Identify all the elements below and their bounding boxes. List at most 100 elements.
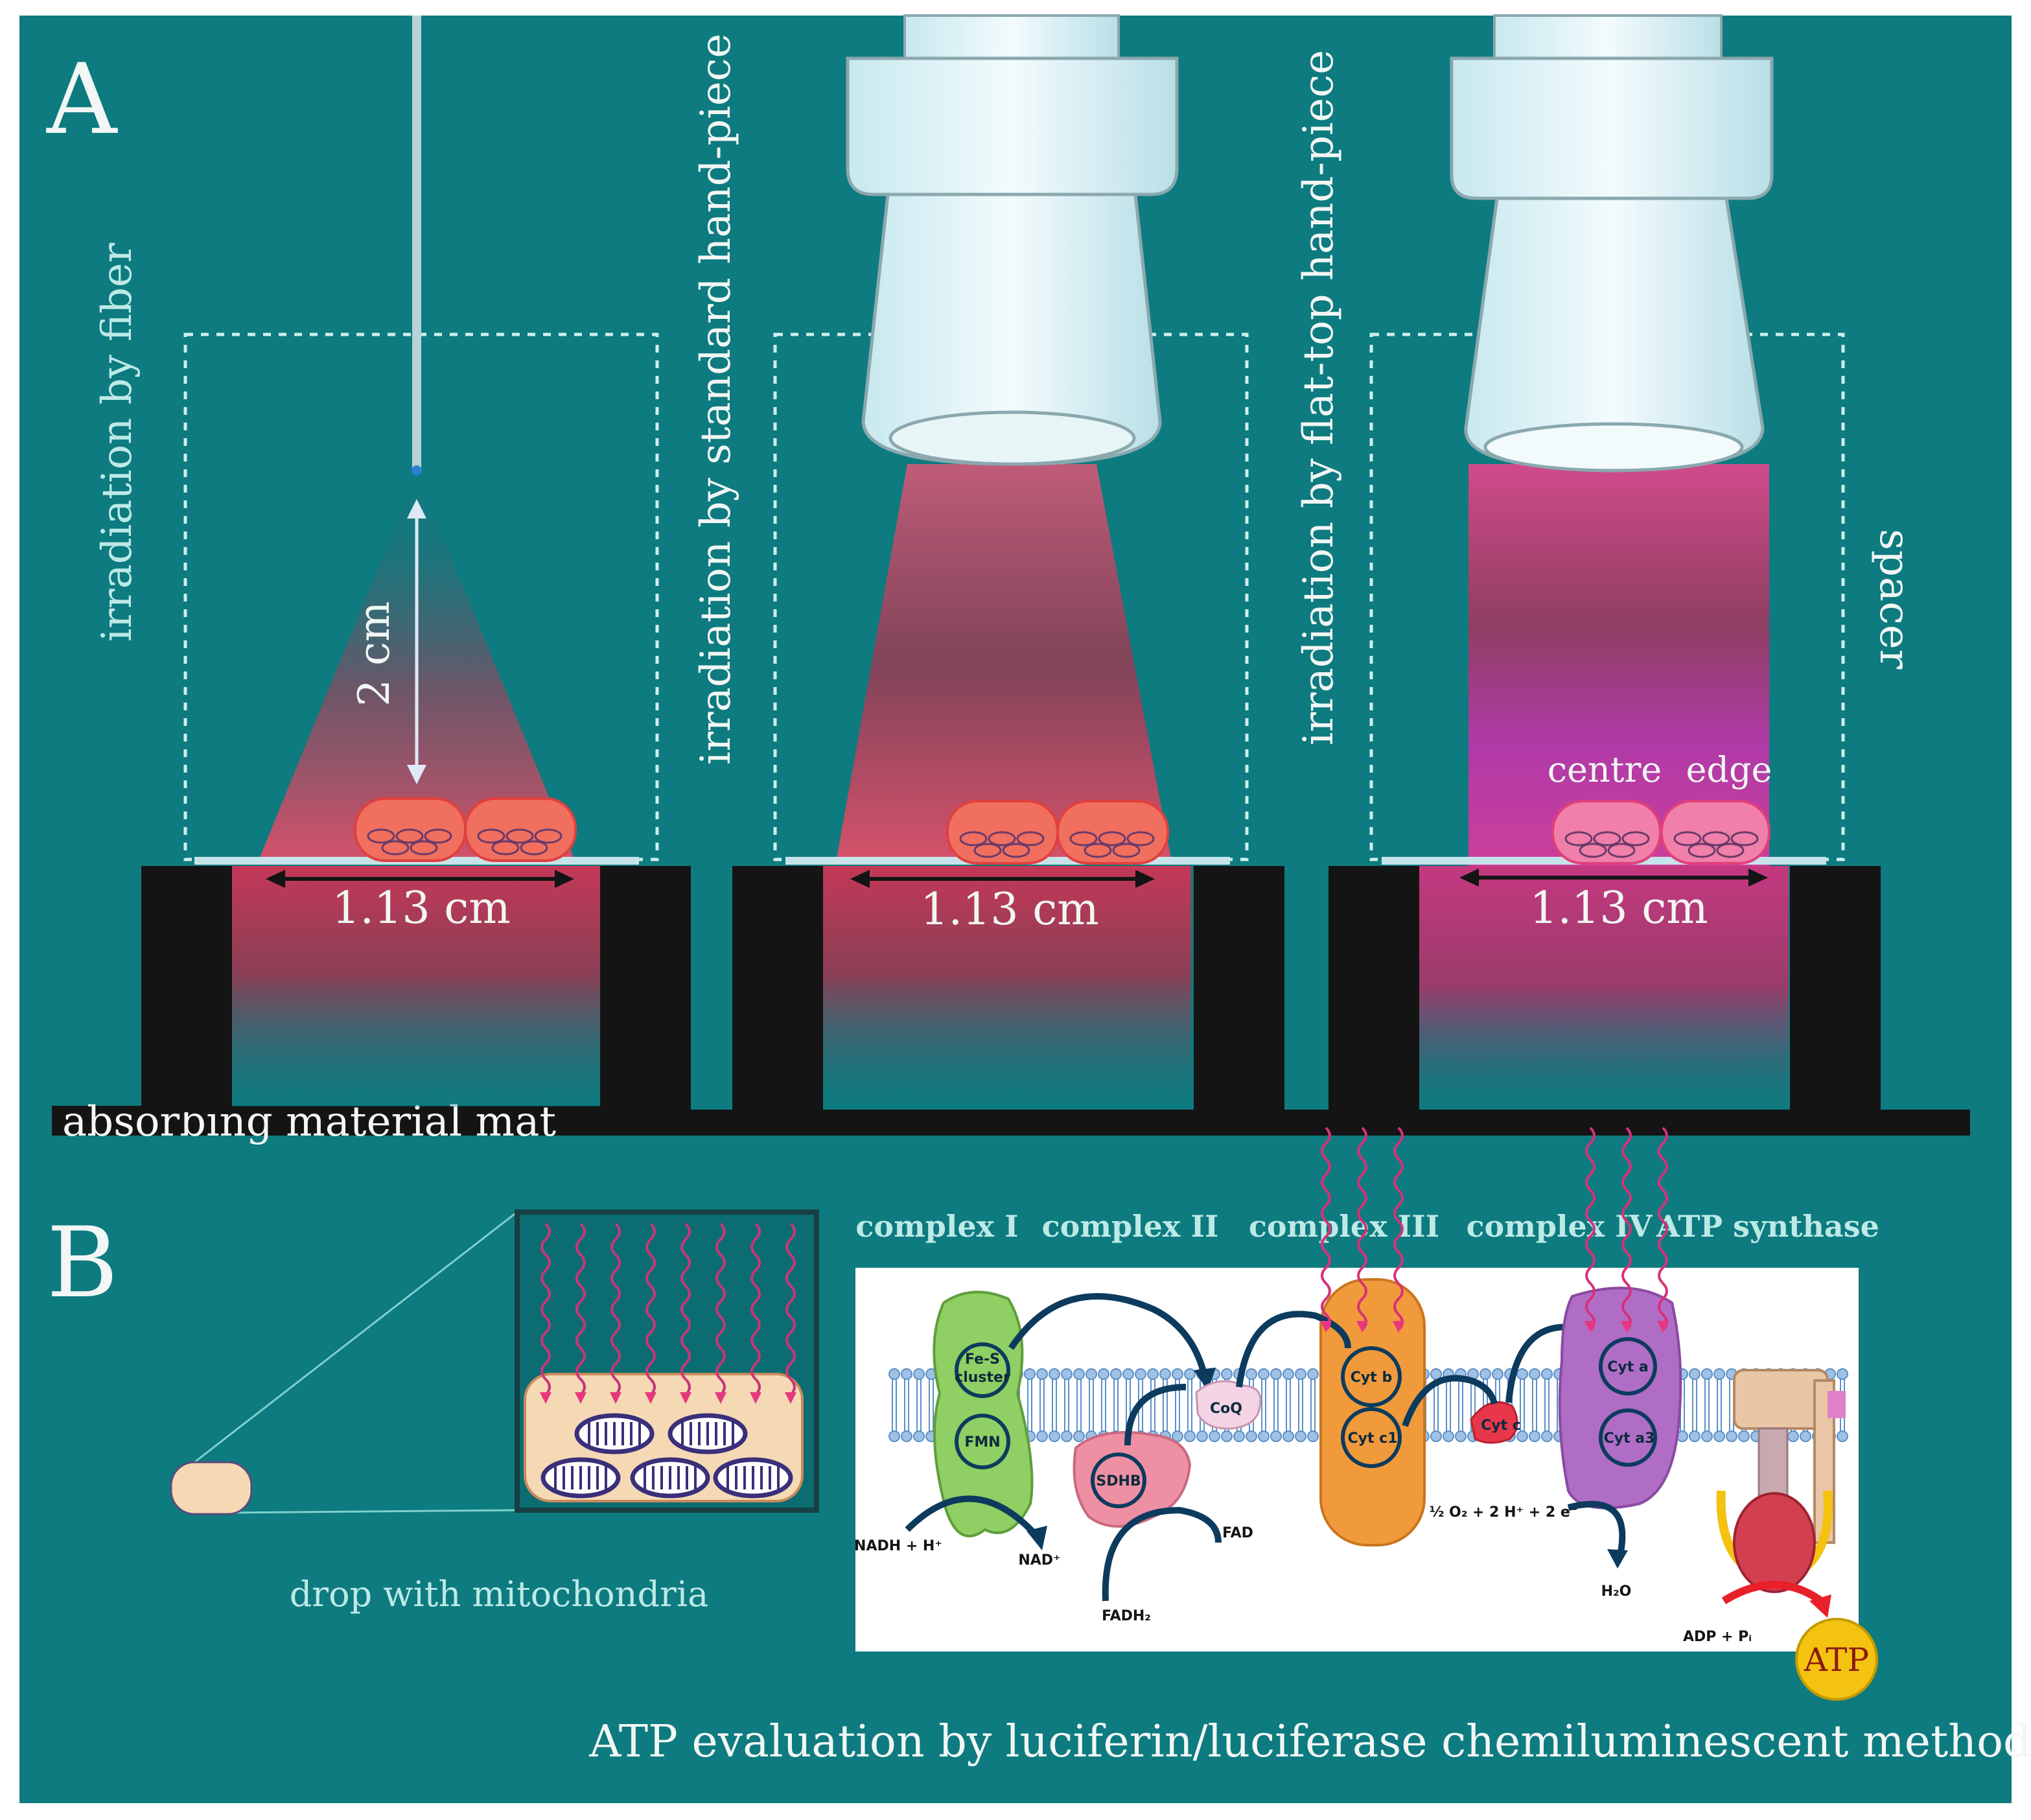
nadh-arrow: [905, 1495, 1039, 1539]
cyta-label: Cyt a: [1607, 1359, 1649, 1375]
light-wave: [750, 1222, 761, 1396]
mitochondrion: [1730, 831, 1759, 846]
mitochondrion: [1673, 831, 1702, 846]
wave-arrowhead: [540, 1392, 551, 1404]
lipid-head: [1049, 1368, 1060, 1380]
mitochondrion: [1002, 843, 1030, 858]
wave-arrowhead: [1621, 1321, 1632, 1333]
mitochondrion: [1716, 843, 1745, 858]
mitochondrion: [491, 840, 520, 856]
lipid-head: [913, 1368, 925, 1380]
mitochondrion: [520, 840, 548, 856]
mitochondrion: [1702, 831, 1730, 846]
nadh-arrowhead: [1027, 1526, 1047, 1550]
wave-arrowhead: [785, 1392, 796, 1404]
spacer-label: spacer: [1870, 529, 1918, 670]
width-arrow-left-flattop: [1459, 869, 1479, 887]
light-wave: [1393, 1126, 1404, 1331]
mitochondrion: [959, 831, 988, 846]
lipid-head: [1701, 1368, 1713, 1380]
lipid-head: [1246, 1368, 1257, 1380]
handpiece-flattop-aperture: [1483, 422, 1744, 472]
wave-arrowhead: [645, 1392, 656, 1404]
mitochondrion: [1564, 831, 1593, 846]
mitochondrion: [1607, 843, 1636, 858]
lipid-head: [1209, 1430, 1220, 1442]
mitochondrion: [1593, 831, 1621, 846]
atp-synthase-head: [1733, 1492, 1816, 1593]
light-wave: [1621, 1126, 1632, 1331]
wave-arrowhead: [1584, 1321, 1596, 1333]
width-label-standard: 1.13 cm: [920, 884, 1099, 935]
lipid-head: [1147, 1368, 1159, 1380]
mitochondrion: [1126, 831, 1155, 846]
lipid-head: [1196, 1430, 1208, 1442]
lipid-head: [1307, 1430, 1319, 1442]
lipid-head: [1258, 1368, 1270, 1380]
optical-fiber: [412, 16, 421, 469]
stand-right-standard: [1194, 866, 1284, 1112]
lipid-head: [1184, 1430, 1196, 1442]
atp-synthase-c-ring-tab: [1828, 1391, 1846, 1418]
panel-b-label: B: [47, 1207, 118, 1320]
cyta3-label: Cyt a3: [1604, 1430, 1655, 1447]
header-atp-synthase: ATP synthase: [1656, 1209, 1879, 1244]
cytc: [1470, 1401, 1518, 1444]
mitochondrion: [1098, 831, 1126, 846]
well-interior-flattop: [1419, 866, 1789, 1107]
mitochondrion: [505, 828, 534, 844]
light-wave: [1658, 1126, 1668, 1331]
atp-badge: [1795, 1618, 1878, 1701]
coq-label: CoQ: [1210, 1401, 1242, 1417]
nadh-label: NADH + H⁺: [854, 1538, 942, 1554]
lipid-head: [1098, 1368, 1109, 1380]
width-arrow-right-flattop: [1748, 869, 1768, 887]
setup-flattop-handpiece: irradiation by flat-top hand-piece space…: [1295, 14, 1918, 1112]
complex-ii-to-coq-arrow: [1124, 1384, 1187, 1446]
coq-to-complex-iii-arrow: [1236, 1311, 1351, 1388]
lipid-head: [1516, 1430, 1528, 1442]
light-wave: [610, 1222, 621, 1396]
mitochondrion: [973, 843, 1002, 858]
lipid-head: [1270, 1368, 1282, 1380]
lipid-head: [1270, 1430, 1282, 1442]
handpiece-flattop-collar: [1450, 56, 1774, 200]
lipid-head: [1282, 1368, 1294, 1380]
lipid-head: [1443, 1430, 1454, 1442]
adp-to-atp-arrow: [1721, 1581, 1824, 1605]
wave-arrowhead: [715, 1392, 726, 1404]
light-wave: [1357, 1126, 1367, 1331]
method-caption: ATP evaluation by luciferin/luciferase c…: [588, 1716, 2031, 1768]
width-label-flattop: 1.13 cm: [1529, 883, 1708, 934]
lipid-head: [1295, 1430, 1306, 1442]
lipid-head: [1689, 1430, 1700, 1442]
well-interior-standard: [822, 866, 1191, 1107]
header-complex-i: complex I: [855, 1209, 1018, 1244]
wave-arrowhead: [680, 1392, 691, 1404]
lipid-head: [1085, 1368, 1097, 1380]
lipid-head: [901, 1430, 912, 1442]
mitochondrion: [477, 828, 505, 844]
lipid-head: [1122, 1368, 1134, 1380]
vertical-label-flattop: irradiation by flat-top hand-piece: [1295, 50, 1343, 745]
lipid-head: [1258, 1430, 1270, 1442]
distance-arrow-bottom: [407, 765, 426, 784]
etc-light-waves: [1320, 1126, 1669, 1333]
lipid-head: [1184, 1368, 1196, 1380]
centre-label: centre: [1548, 749, 1662, 790]
adp-label: ADP + Pᵢ: [1683, 1629, 1752, 1645]
fad-label: FAD: [1222, 1525, 1253, 1541]
lipid-head: [1221, 1368, 1233, 1380]
lipid-head: [1455, 1430, 1467, 1442]
lipid-head: [1541, 1368, 1553, 1380]
nad-label: NAD⁺: [1018, 1552, 1060, 1569]
small-drop: [170, 1461, 253, 1515]
lipid-head: [1036, 1368, 1048, 1380]
lipid-head: [1282, 1430, 1294, 1442]
lipid-head: [1529, 1368, 1540, 1380]
light-wave: [1585, 1126, 1596, 1331]
mitochondrion: [1688, 843, 1716, 858]
header-complex-iii: complex III: [1249, 1209, 1439, 1244]
header-complex-ii: complex II: [1042, 1209, 1219, 1244]
